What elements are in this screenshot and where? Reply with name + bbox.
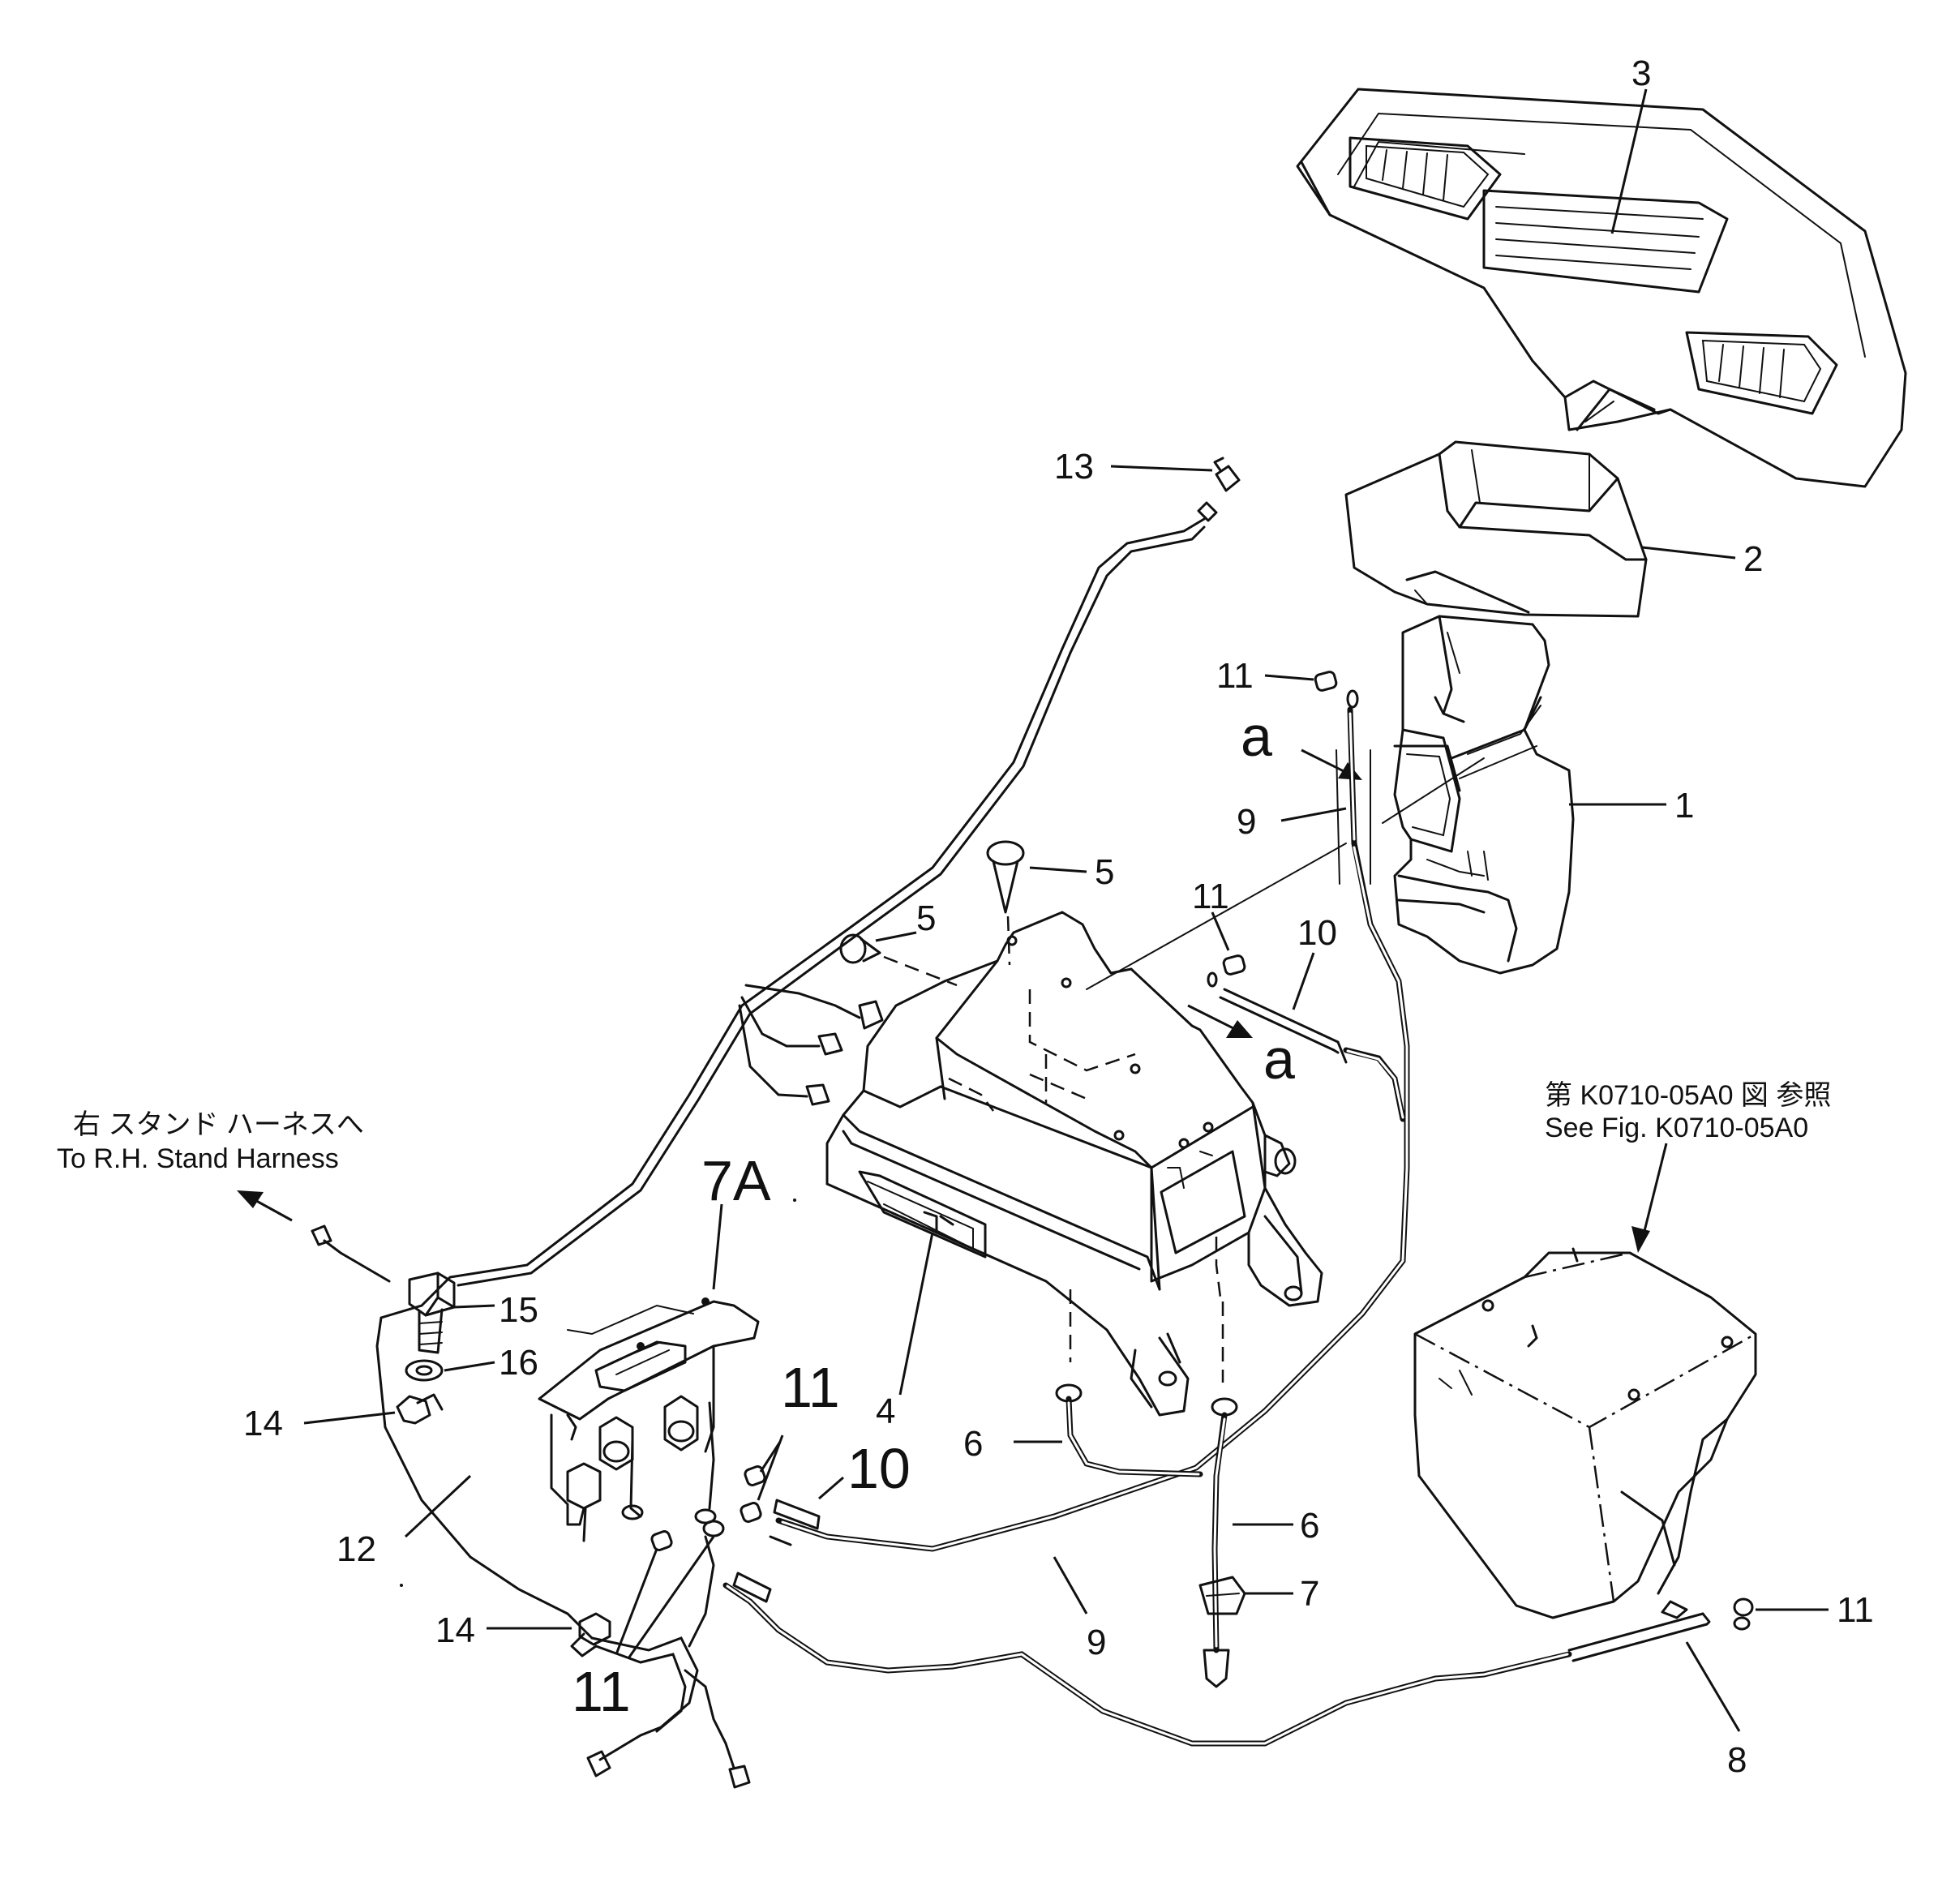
part-5-clip-top [986, 840, 1025, 966]
callout-5a: 5 [1095, 852, 1114, 892]
callout-5b: 5 [916, 898, 936, 938]
callout-9b: 9 [1087, 1623, 1106, 1662]
callout-2: 2 [1743, 539, 1763, 579]
part-3-defroster-grille [1296, 88, 1907, 488]
callout-4: 4 [876, 1392, 895, 1431]
callout-11a: 11 [1216, 656, 1254, 696]
callout-6a: 6 [963, 1424, 983, 1464]
wire-to-rh-stand-harness [237, 1190, 391, 1283]
callout-11c: 11 [781, 1356, 840, 1419]
wire-harness-branches [738, 984, 884, 1106]
part-15-bolt [408, 1271, 456, 1354]
callout-15: 15 [499, 1290, 538, 1330]
part-2-duct [1344, 440, 1648, 618]
part-8-hose-lower [722, 1572, 1711, 1747]
callout-12: 12 [337, 1529, 376, 1569]
part-7-clamp [1198, 1576, 1246, 1615]
view-marker-a-top: a [1241, 705, 1272, 768]
wire-harness-main [375, 517, 1206, 1640]
part-13-connector [1197, 457, 1241, 522]
part-6-hose-left [1055, 1289, 1203, 1477]
callout-3: 3 [1631, 54, 1651, 93]
part-14-clip-lower [570, 1612, 611, 1657]
part-14-clip-upper [396, 1393, 444, 1425]
callout-8: 8 [1727, 1740, 1747, 1780]
view-marker-a-mid: a [1263, 1027, 1295, 1091]
figure-ref-en: See Fig. K0710-05A0 [1545, 1113, 1808, 1143]
callout-10a: 10 [1297, 913, 1337, 953]
part-9-hose-right [775, 706, 1410, 1552]
part-4-heater-unit [825, 911, 1323, 1417]
callout-7a: 7A [701, 1149, 771, 1212]
part-1-duct-elbow [1393, 615, 1575, 975]
callout-14a: 14 [243, 1404, 283, 1443]
callout-10b: 10 [847, 1437, 911, 1500]
wire-harness-lower [586, 1535, 751, 1789]
harness-note-jp: 右 スタンド ハーネスへ [73, 1109, 364, 1140]
part-7a-valve-bracket [538, 1297, 760, 1542]
part-10-hose-top [1219, 988, 1406, 1122]
callout-9a: 9 [1237, 802, 1256, 842]
part-11-cap-top [1314, 671, 1359, 709]
part-11-cap-right [1733, 1597, 1754, 1631]
callout-11d: 11 [572, 1660, 631, 1723]
callout-14b: 14 [435, 1610, 475, 1650]
callout-6b: 6 [1300, 1506, 1319, 1546]
harness-note-en: To R.H. Stand Harness [57, 1143, 339, 1174]
part-6-hose-right [1203, 1301, 1238, 1688]
part-5-clip-left [839, 933, 958, 987]
callout-13: 13 [1054, 447, 1094, 487]
part-16-washer [405, 1359, 444, 1382]
callout-7: 7 [1300, 1574, 1319, 1614]
referenced-assembly-box [1413, 1247, 1757, 1619]
callout-11b: 11 [1192, 877, 1229, 916]
callout-16: 16 [499, 1343, 538, 1383]
view-arrow-a-mid [1187, 1004, 1253, 1038]
figure-ref-jp: 第 K0710-05A0 図 参照 [1545, 1080, 1831, 1111]
callout-11e: 11 [1837, 1590, 1874, 1630]
part-11-caps-lower-left [650, 1465, 766, 1551]
part-10-hose-bottom [769, 1499, 821, 1546]
part-11-cap-mid [1207, 954, 1246, 988]
callout-1: 1 [1674, 786, 1694, 825]
